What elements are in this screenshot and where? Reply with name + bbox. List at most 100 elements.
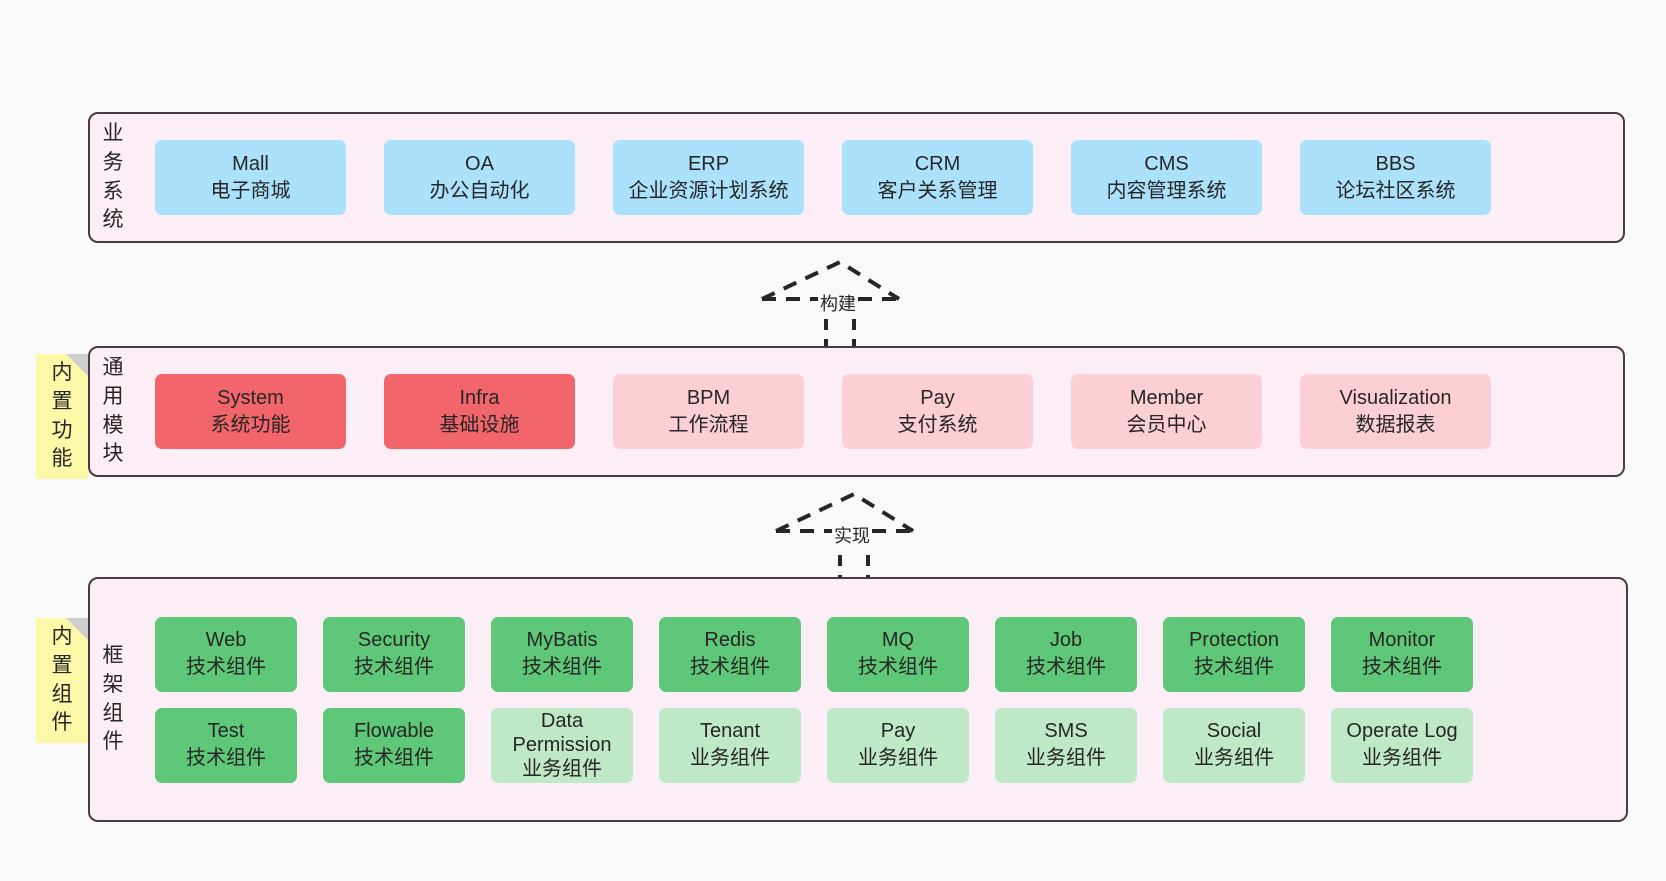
module-name: OA xyxy=(465,152,494,175)
component-card-job[interactable]: Job 技术组件 xyxy=(995,616,1137,692)
module-name: CMS xyxy=(1144,152,1189,175)
layer-business-systems: 业 务 系 统 Mall 电子商城 OA 办公自动化 ERP 企业资源计划系统 xyxy=(88,112,1625,243)
layer-framework-components: 框 架 组 件 Web 技术组件 Security 技术组件 MyBatis 技… xyxy=(88,577,1628,822)
component-card-redis[interactable]: Redis 技术组件 xyxy=(659,616,801,692)
layer-common-modules: 通 用 模 块 System 系统功能 Infra 基础设施 BPM 工作流程 xyxy=(88,346,1625,477)
note-char: 功 xyxy=(51,418,73,442)
module-name: System xyxy=(217,386,284,409)
module-desc: 客户关系管理 xyxy=(877,179,998,202)
module-card-mall[interactable]: Mall 电子商城 xyxy=(155,140,346,215)
module-card-crm[interactable]: CRM 客户关系管理 xyxy=(842,140,1033,215)
layer-title-char: 件 xyxy=(102,730,124,754)
module-card-erp[interactable]: ERP 企业资源计划系统 xyxy=(613,140,804,215)
component-desc: 业务组件 xyxy=(522,758,602,780)
module-desc: 数据报表 xyxy=(1355,413,1436,436)
module-card-infra[interactable]: Infra 基础设施 xyxy=(384,374,575,449)
component-name: Pay xyxy=(880,720,916,743)
component-name: Protection xyxy=(1188,629,1280,652)
module-card-system[interactable]: System 系统功能 xyxy=(155,374,346,449)
component-name: Operate Log xyxy=(1346,720,1458,743)
module-card-member[interactable]: Member 会员中心 xyxy=(1071,374,1262,449)
note-char: 置 xyxy=(51,389,73,413)
component-card-social[interactable]: Social 业务组件 xyxy=(1163,707,1305,783)
component-name: Security xyxy=(357,629,431,652)
component-name: MyBatis xyxy=(526,629,598,652)
layer-title-char: 框 xyxy=(102,644,124,668)
component-name: Test xyxy=(207,720,245,743)
component-desc: 技术组件 xyxy=(522,656,602,678)
module-card-visualization[interactable]: Visualization 数据报表 xyxy=(1300,374,1491,449)
layer-title-framework-components: 框 架 组 件 xyxy=(90,642,136,756)
module-name: BBS xyxy=(1375,152,1416,175)
layer-title-char: 块 xyxy=(102,442,124,466)
layer-title-char: 模 xyxy=(102,413,124,437)
module-name: Pay xyxy=(920,386,955,409)
module-name: ERP xyxy=(687,152,730,175)
module-desc: 论坛社区系统 xyxy=(1335,179,1456,202)
component-name: Tenant xyxy=(699,720,761,743)
component-card-monitor[interactable]: Monitor 技术组件 xyxy=(1331,616,1473,692)
component-name: Social xyxy=(1206,720,1262,743)
module-desc: 工作流程 xyxy=(668,413,749,436)
component-name: Monitor xyxy=(1368,629,1436,652)
component-desc: 业务组件 xyxy=(858,747,938,769)
module-desc: 基础设施 xyxy=(439,413,520,436)
note-builtin-components: 内 置 组 件 xyxy=(36,618,88,743)
layer-title-common-modules: 通 用 模 块 xyxy=(90,354,136,468)
component-name: Redis xyxy=(704,629,756,652)
module-card-pay[interactable]: Pay 支付系统 xyxy=(842,374,1033,449)
layer-title-char: 架 xyxy=(102,672,124,696)
component-card-security[interactable]: Security 技术组件 xyxy=(323,616,465,692)
component-card-sms[interactable]: SMS 业务组件 xyxy=(995,707,1137,783)
module-card-bbs[interactable]: BBS 论坛社区系统 xyxy=(1300,140,1491,215)
component-card-protection[interactable]: Protection 技术组件 xyxy=(1163,616,1305,692)
module-desc: 内容管理系统 xyxy=(1106,179,1227,202)
component-card-pay[interactable]: Pay 业务组件 xyxy=(827,707,969,783)
component-card-mybatis[interactable]: MyBatis 技术组件 xyxy=(491,616,633,692)
layer-title-business-systems: 业 务 系 统 xyxy=(90,120,136,234)
component-desc: 业务组件 xyxy=(1194,747,1274,769)
arrow-build: 构建 xyxy=(756,258,906,356)
component-desc: 技术组件 xyxy=(354,656,434,678)
note-char: 置 xyxy=(51,653,73,677)
layer-title-char: 用 xyxy=(102,384,124,408)
row: Mall 电子商城 OA 办公自动化 ERP 企业资源计划系统 CRM 客户关系… xyxy=(155,114,1491,241)
module-name: CRM xyxy=(914,152,961,175)
component-name: Job xyxy=(1049,629,1083,652)
layer-title-char: 业 xyxy=(102,122,124,146)
note-char: 组 xyxy=(51,682,73,706)
component-card-mq[interactable]: MQ 技术组件 xyxy=(827,616,969,692)
module-desc: 企业资源计划系统 xyxy=(628,179,789,202)
note-char: 件 xyxy=(51,711,73,735)
row: System 系统功能 Infra 基础设施 BPM 工作流程 Pay 支付系统… xyxy=(155,348,1491,475)
component-desc: 技术组件 xyxy=(858,656,938,678)
component-card-web[interactable]: Web 技术组件 xyxy=(155,616,297,692)
layer-title-char: 统 xyxy=(102,208,124,232)
component-desc: 技术组件 xyxy=(1194,656,1274,678)
component-desc: 技术组件 xyxy=(1026,656,1106,678)
module-card-cms[interactable]: CMS 内容管理系统 xyxy=(1071,140,1262,215)
component-name: Flowable xyxy=(353,720,435,743)
layer-cells-framework-components: Web 技术组件 Security 技术组件 MyBatis 技术组件 Redi… xyxy=(136,579,1626,820)
layer-title-char: 系 xyxy=(102,179,124,203)
component-desc: 技术组件 xyxy=(354,747,434,769)
module-desc: 系统功能 xyxy=(210,413,291,436)
component-card-operate-log[interactable]: Operate Log 业务组件 xyxy=(1331,707,1473,783)
component-card-data-permission[interactable]: Data Permission 业务组件 xyxy=(491,707,633,783)
module-desc: 会员中心 xyxy=(1126,413,1207,436)
component-card-flowable[interactable]: Flowable 技术组件 xyxy=(323,707,465,783)
component-card-tenant[interactable]: Tenant 业务组件 xyxy=(659,707,801,783)
module-name: Mall xyxy=(232,152,269,175)
module-card-oa[interactable]: OA 办公自动化 xyxy=(384,140,575,215)
layer-title-char: 组 xyxy=(102,701,124,725)
module-card-bpm[interactable]: BPM 工作流程 xyxy=(613,374,804,449)
component-card-test[interactable]: Test 技术组件 xyxy=(155,707,297,783)
component-name: Web xyxy=(205,629,247,652)
row: Web 技术组件 Security 技术组件 MyBatis 技术组件 Redi… xyxy=(155,616,1626,692)
component-name: MQ xyxy=(881,629,915,652)
component-desc: 业务组件 xyxy=(1362,747,1442,769)
component-desc: 技术组件 xyxy=(1362,656,1442,678)
layer-title-char: 通 xyxy=(102,356,124,380)
module-name: Infra xyxy=(459,386,500,409)
